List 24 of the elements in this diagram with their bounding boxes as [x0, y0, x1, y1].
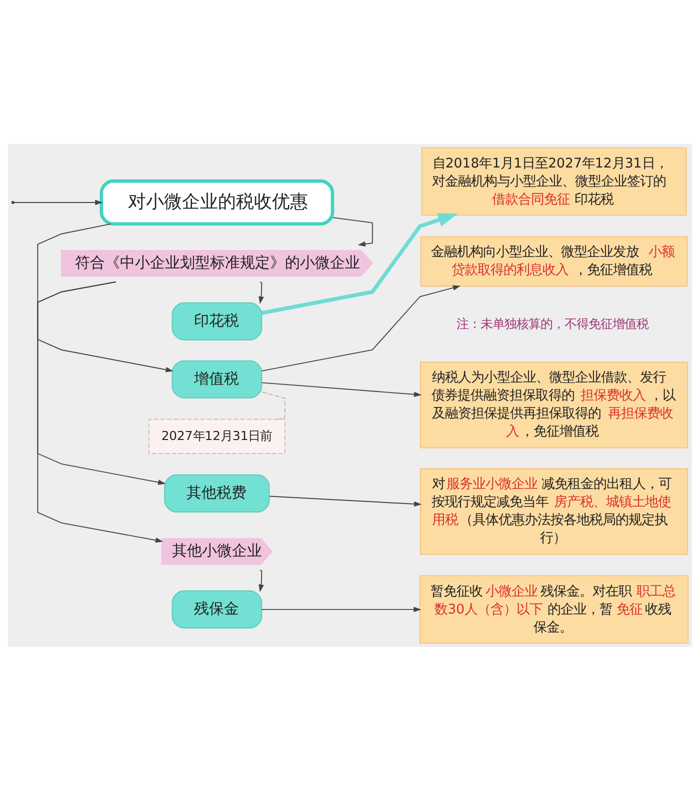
arrow	[269, 495, 422, 506]
node-box: 对服务业小微企业减免租金的出租人，可按现行规定减免当年房产税、城镇土地使用税（具体优惠办法按各地税局的规定执行）	[420, 468, 688, 554]
node-box: 纳税人为小型企业、微型企业借款、发行债券提供融资担保取得的担保费收入，以及融资担保提供再担保取得的再担保费收入，免征增值税	[420, 361, 688, 448]
node-box: 残保金	[172, 590, 262, 628]
node-box: 暂免征收小微企业残保金。对在职职工总数30人（含）以下的企业，暂免征收残保金。	[419, 574, 689, 644]
arrow	[258, 569, 264, 592]
node-box: 其他税费	[164, 474, 270, 512]
arrow	[261, 606, 422, 612]
node-box: 2027年12月31日前	[148, 418, 286, 454]
arrow	[332, 216, 373, 246]
arrow	[14, 199, 103, 205]
node-box: 金融机构向小型企业、微型企业发放小额贷款取得的利息收入，免征增值税	[420, 236, 688, 286]
arrow	[258, 281, 264, 304]
node-box: 增值税	[172, 360, 262, 398]
arrow	[37, 222, 164, 542]
connector	[261, 390, 286, 420]
arrow	[261, 382, 422, 397]
label: 注：未单独核算的，不得免征增值税	[456, 316, 649, 330]
node-box: 印花税	[172, 302, 262, 340]
node-box: 自2018年1月1日至2027年12月31日，对金融机构与小型企业、微型企业签订的借款合同免征印花税	[421, 146, 687, 216]
node-box: 对小微企业的税收优惠	[100, 178, 334, 226]
arrow	[261, 212, 458, 314]
arrow	[261, 284, 461, 371]
arrow	[37, 280, 166, 484]
